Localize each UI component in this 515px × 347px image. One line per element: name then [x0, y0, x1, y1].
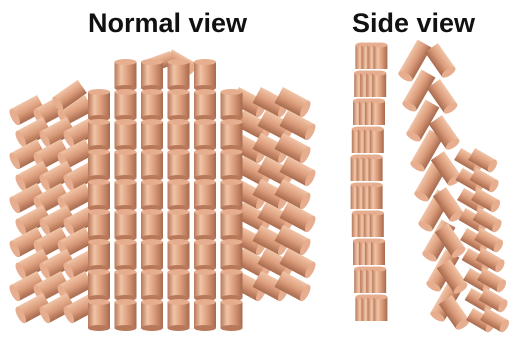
cylinder-rod [115, 149, 137, 181]
cylinder-rod [168, 209, 190, 241]
cylinder-rod [141, 269, 163, 301]
cylinder-rod [115, 209, 137, 241]
cylinder-rod [115, 59, 137, 91]
cylinder-rod [141, 179, 163, 211]
cylinder-rod [168, 59, 190, 91]
cylinder-rod [88, 239, 110, 271]
cylinder-rod [141, 299, 163, 331]
cylinder-rod [141, 119, 163, 151]
cylinder-rod [168, 149, 190, 181]
cylinder-rod [88, 119, 110, 151]
normal-view-title: Normal view [88, 8, 247, 39]
cylinder-rod [369, 155, 383, 182]
cylinder-rod [88, 179, 110, 211]
cylinder-rod [88, 209, 110, 241]
cylinder-rod [168, 239, 190, 271]
cylinder-rod [88, 89, 110, 121]
cylinder-rod [115, 299, 137, 331]
cylinder-rod [221, 179, 243, 211]
cylinder-rod [88, 299, 110, 331]
cylinder-rod [221, 119, 243, 151]
cylinder-rod [194, 149, 216, 181]
cylinder-rod [373, 43, 387, 70]
cylinder-rod [141, 149, 163, 181]
cylinder-rod [371, 99, 385, 126]
cylinder-rod [370, 127, 384, 154]
cylinder-rod [372, 71, 386, 98]
cylinder-rod [141, 239, 163, 271]
cylinder-rod [194, 179, 216, 211]
cylinder-rod [194, 269, 216, 301]
cylinder-rod [194, 89, 216, 121]
cylinder-rod [115, 239, 137, 271]
cylinder-rod [168, 179, 190, 211]
cylinder-rod [194, 59, 216, 91]
cylinder-rod [115, 179, 137, 211]
cylinder-rod [221, 299, 243, 331]
cylinder-rod [221, 89, 243, 121]
cylinder-rod [141, 209, 163, 241]
cylinder-rod [88, 149, 110, 181]
cylinder-rod [115, 269, 137, 301]
cylinder-rod [115, 89, 137, 121]
side-view-render [320, 40, 515, 347]
cylinder-rod [372, 267, 386, 294]
cylinder-rod [194, 119, 216, 151]
cylinder-rod [221, 209, 243, 241]
cylinder-rod [373, 295, 387, 322]
cylinder-rod [141, 89, 163, 121]
side-view-title: Side view [352, 8, 475, 39]
cylinder-rod [369, 183, 383, 210]
cylinder-rod [194, 209, 216, 241]
cylinder-rod [168, 299, 190, 331]
normal-view-render [0, 40, 320, 347]
side-rod-stack [351, 40, 511, 334]
cylinder-rod [115, 119, 137, 151]
cylinder-rod [168, 119, 190, 151]
cylinder-rod [88, 269, 110, 301]
cylinder-rod [141, 59, 163, 91]
cylinder-rod [370, 211, 384, 238]
cylinder-rod [371, 239, 385, 266]
cylinder-rod [168, 269, 190, 301]
cylinder-rod [221, 239, 243, 271]
cylinder-rod [194, 299, 216, 331]
cylinder-rod [221, 149, 243, 181]
cylinder-rod [168, 89, 190, 121]
cylinder-rod [194, 239, 216, 271]
cylinder-rod [221, 269, 243, 301]
front-rod-grid [88, 59, 243, 331]
